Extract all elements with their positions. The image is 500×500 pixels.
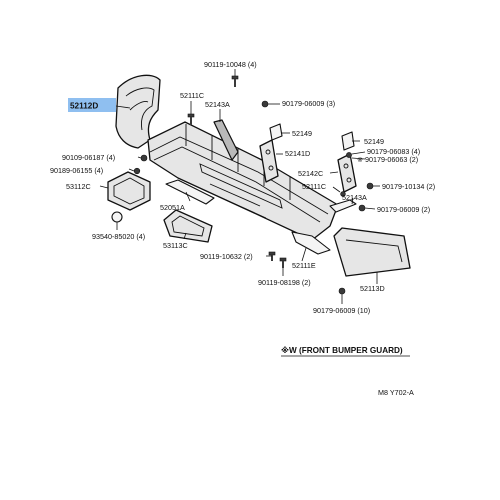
label-90179-10134[interactable]: 90179-10134 (2) [382, 182, 435, 191]
bracket-52143A-top [213, 119, 239, 161]
washer-90189-06155 [133, 167, 141, 175]
nut-90179-06083 [346, 152, 352, 158]
label-52149-right[interactable]: 52149 [364, 137, 384, 146]
nut-52111C-right [340, 191, 346, 197]
note-front-bumper-guard: ※W (FRONT BUMPER GUARD) [281, 345, 403, 355]
stay-52149-right [341, 131, 355, 151]
leader-lines [99, 69, 380, 304]
label-52111C[interactable]: 52111C [180, 91, 204, 100]
label-90189-06155[interactable]: 90189-06155 (4) [50, 166, 103, 175]
nut-90179-06009-2 [358, 204, 366, 212]
bracket-52143A-right [329, 199, 357, 213]
label-52149-mid[interactable]: 52149 [292, 129, 312, 138]
label-52112D[interactable]: 52112D [70, 102, 98, 111]
label-53112C[interactable]: 53112C [66, 182, 91, 191]
part-labels: 52112D 90119-10048 (4) 52111C 52143A 901… [50, 60, 435, 315]
nut-90179-10134 [366, 182, 374, 190]
bracket-52141D [259, 139, 279, 183]
label-52143A-right[interactable]: 52143A [342, 193, 367, 202]
bracket-52142C [337, 153, 357, 193]
stay-52149-mid [269, 123, 283, 141]
label-52142C[interactable]: 52142C [298, 169, 323, 178]
nut-90109-06187 [140, 154, 148, 162]
label-53113C[interactable]: 53113C [163, 241, 188, 250]
nut-90179-06009-3 [261, 100, 269, 108]
nut-90179-06009-10 [338, 287, 346, 295]
label-90179-06083[interactable]: 90179-06083 (4) [367, 147, 420, 156]
label-90179-06009-10[interactable]: 90179-06009 (10) [313, 306, 370, 315]
label-90119-10048[interactable]: 90119-10048 (4) [204, 60, 257, 69]
label-52051A[interactable]: 52051A [160, 203, 185, 212]
clip-93540-85020 [111, 211, 123, 223]
highlight-52112D [68, 98, 116, 112]
label-52111C-right[interactable]: 52111C [302, 182, 326, 191]
label-90179-06009-2[interactable]: 90179-06009 (2) [377, 205, 430, 214]
figure-code: M8 Y702-A [378, 388, 414, 397]
label-52113D[interactable]: 52113D [360, 284, 385, 293]
label-90109-06187[interactable]: 90109-06187 (4) [62, 153, 115, 162]
label-93540-85020[interactable]: 93540-85020 (4) [92, 232, 145, 241]
label-52143A-top[interactable]: 52143A [205, 100, 230, 109]
lower-plate [165, 179, 215, 205]
label-52111E[interactable]: 52111E [292, 261, 316, 270]
fasteners [111, 75, 374, 295]
bolt-90119-10632 [268, 251, 276, 261]
label-52141D[interactable]: 52141D [285, 149, 310, 158]
left-end-cover [115, 74, 161, 149]
left-lamp-53113C [163, 209, 213, 243]
left-lamp-53112C [107, 171, 151, 211]
lower-center-plate [291, 231, 331, 255]
label-90179-06063[interactable]: ※ 90179-06063 (2) [357, 155, 418, 164]
right-end-cover [333, 227, 411, 277]
bolt-90119-08198 [279, 257, 287, 268]
label-90119-10632[interactable]: 90119-10632 (2) [200, 252, 253, 261]
label-90119-08198[interactable]: 90119-08198 (2) [258, 278, 311, 287]
label-90179-06009-3[interactable]: 90179-06009 (3) [282, 99, 335, 108]
bolt-90119-10048 [231, 75, 239, 87]
